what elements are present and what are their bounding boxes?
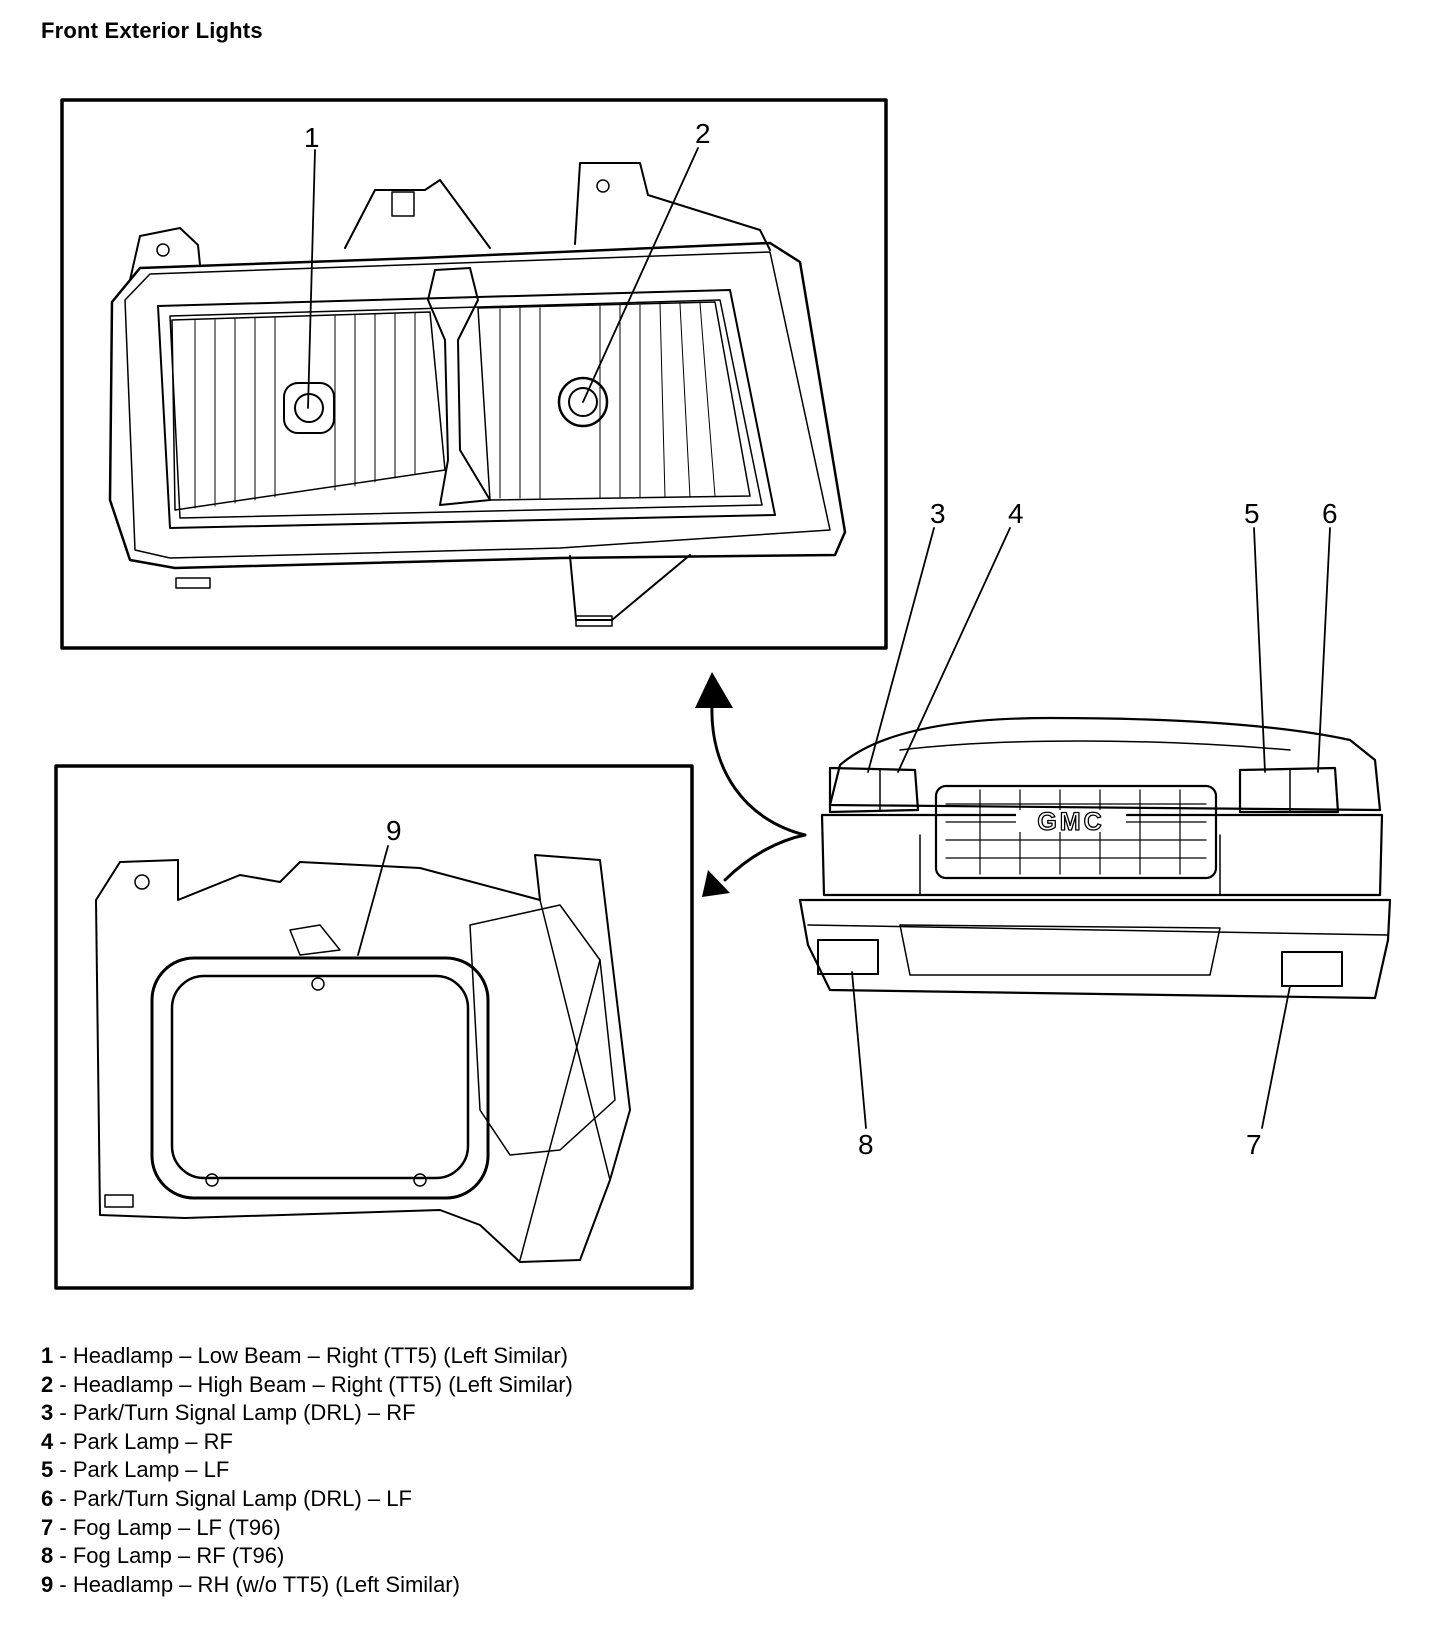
callout-9: 9 xyxy=(386,815,402,846)
detail-frame-top xyxy=(60,98,888,650)
single-headlamp-detail xyxy=(54,764,694,1290)
sealed-beam-lamp xyxy=(150,956,490,1200)
legend-text: Park/Turn Signal Lamp (DRL) – LF xyxy=(72,1485,412,1511)
legend-text: Park Lamp – LF xyxy=(72,1457,230,1483)
arrow-to-lower-detail xyxy=(723,833,807,882)
callout-6: 6 xyxy=(1322,498,1338,529)
leader-7 xyxy=(1261,985,1291,1129)
hood xyxy=(828,716,1382,812)
front-bumper xyxy=(798,898,1392,1000)
legend-number: 5 xyxy=(41,1457,54,1483)
upper-mount-tab-left xyxy=(129,227,201,281)
grille-logo: GMC xyxy=(1037,808,1104,836)
legend-number: 2 xyxy=(41,1371,54,1397)
headlamp-cluster-left xyxy=(1238,766,1340,814)
legend-item: 4 - Park Lamp – RF xyxy=(41,1428,233,1454)
low-beam-reflector xyxy=(171,311,446,511)
leader-1 xyxy=(307,149,316,409)
lens-frame xyxy=(157,289,776,529)
leader-5 xyxy=(1253,527,1266,773)
upper-mount-tab-center xyxy=(344,179,491,249)
legend-text: Headlamp – Low Beam – Right (TT5) (Left … xyxy=(72,1343,568,1368)
legend-number: 8 xyxy=(41,1543,54,1569)
legend-item: 1 - Headlamp – Low Beam – Right (TT5) (L… xyxy=(41,1343,568,1368)
high-beam-reflector xyxy=(477,301,751,501)
legend-text: Headlamp – High Beam – Right (TT5) (Left… xyxy=(72,1371,573,1397)
leader-8 xyxy=(851,971,867,1129)
parts-legend: 1 - Headlamp – Low Beam – Right (TT5) (L… xyxy=(41,1342,573,1599)
leader-6 xyxy=(1317,527,1331,773)
legend-item: 8 - Fog Lamp – RF (T96) xyxy=(41,1543,285,1569)
legend-number: 7 xyxy=(41,1514,54,1540)
leader-3 xyxy=(867,527,935,773)
high-beam-bulb-socket xyxy=(557,376,609,428)
callout-1: 1 xyxy=(304,122,320,153)
legend-item: 7 - Fog Lamp – LF (T96) xyxy=(41,1514,281,1540)
legend-number: 1 xyxy=(41,1343,54,1368)
upper-mount-tab-right xyxy=(574,162,771,251)
callout-4: 4 xyxy=(1008,498,1024,529)
truck-front-view: GMC xyxy=(798,527,1392,1129)
arrow-to-upper-detail xyxy=(710,703,807,837)
leader-9 xyxy=(357,845,389,956)
headlamp-bracket xyxy=(95,854,631,1263)
legend-text: Fog Lamp – LF (T96) xyxy=(72,1514,281,1540)
callout-5: 5 xyxy=(1244,498,1260,529)
legend-item: 9 - Headlamp – RH (w/o TT5) (Left Simila… xyxy=(41,1571,460,1597)
fog-lamp-left xyxy=(1281,951,1343,987)
legend-text: Fog Lamp – RF (T96) xyxy=(72,1543,285,1569)
dual-headlamp-detail xyxy=(60,98,888,650)
callout-2: 2 xyxy=(695,118,711,149)
callout-7: 7 xyxy=(1246,1129,1262,1160)
legend-text: Park/Turn Signal Lamp (DRL) – RF xyxy=(72,1400,416,1426)
legend-text: Park Lamp – RF xyxy=(72,1428,233,1454)
headlamp-housing xyxy=(108,241,847,570)
legend-text: Headlamp – RH (w/o TT5) (Left Similar) xyxy=(72,1571,460,1597)
legend-item: 5 - Park Lamp – LF xyxy=(41,1457,230,1483)
page-title: Front Exterior Lights xyxy=(41,18,263,43)
callout-3: 3 xyxy=(930,498,946,529)
front-fascia xyxy=(820,813,1384,897)
legend-number: 4 xyxy=(41,1428,54,1454)
fog-lamp-right xyxy=(817,939,879,975)
legend-number: 9 xyxy=(41,1571,54,1597)
detail-frame-bottom xyxy=(54,764,694,1290)
reflector-ribs xyxy=(194,302,716,509)
legend-number: 3 xyxy=(41,1400,54,1426)
legend-item: 2 - Headlamp – High Beam – Right (TT5) (… xyxy=(41,1371,573,1397)
grille xyxy=(934,784,1218,880)
leader-2 xyxy=(582,147,699,403)
headlamp-cluster-right xyxy=(828,766,920,814)
leader-4 xyxy=(897,527,1011,773)
legend-item: 3 - Park/Turn Signal Lamp (DRL) – RF xyxy=(41,1400,416,1426)
legend-number: 6 xyxy=(41,1485,54,1511)
callout-8: 8 xyxy=(858,1129,874,1160)
legend-item: 6 - Park/Turn Signal Lamp (DRL) – LF xyxy=(41,1485,412,1511)
